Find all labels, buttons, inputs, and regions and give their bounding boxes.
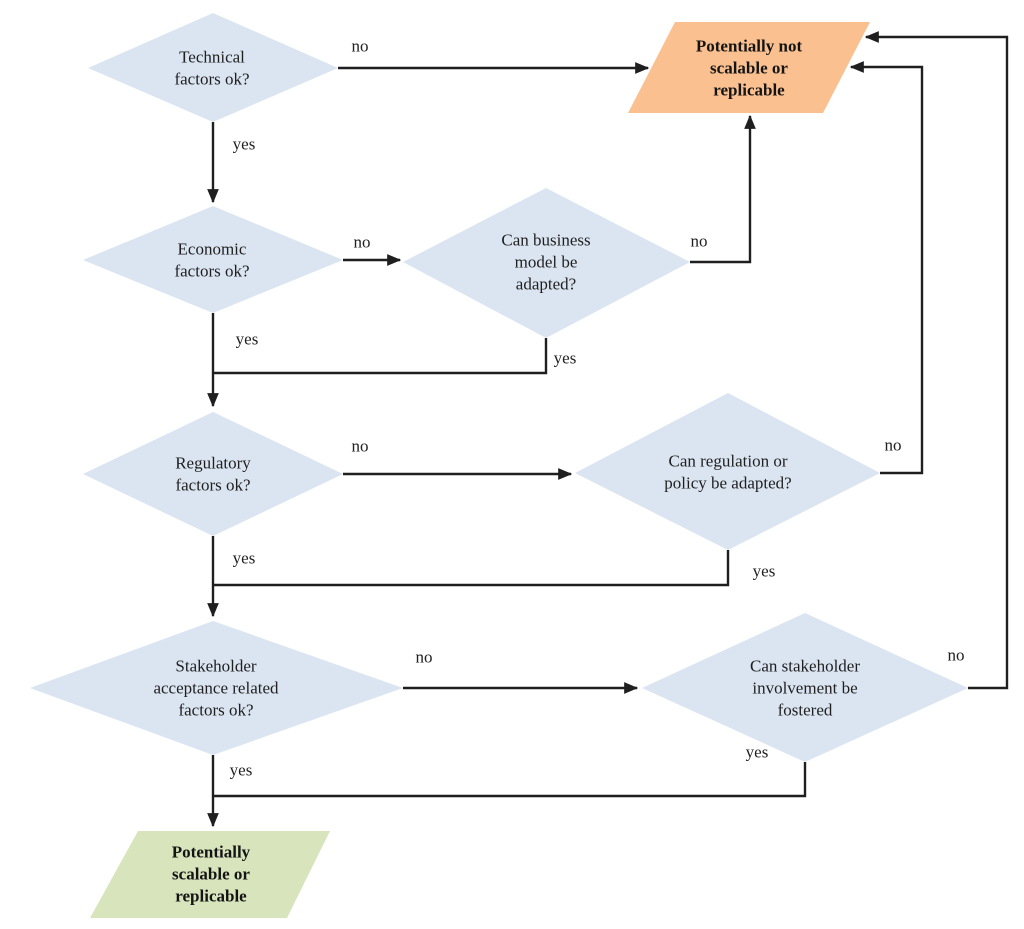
terminal-scalable-label: Potentially scalable or replicable [171, 842, 251, 905]
edge-label-regulatory-yes: yes [232, 548, 256, 568]
edge-label-involvement-yes: yes [745, 742, 769, 762]
decision-business-shape [403, 188, 690, 338]
decision-economic-shape [83, 206, 343, 313]
terminal-not-scalable-label: Potentially not scalable or replicable [695, 36, 803, 99]
edge-label-business-no: no [690, 231, 708, 251]
decision-stakeholder-shape [30, 621, 403, 755]
edge-label-technical-no: no [351, 36, 369, 56]
terminal-not-scalable-shape [628, 22, 870, 113]
decision-regulatory-shape [83, 412, 343, 536]
edge-label-technical-yes: yes [232, 134, 256, 154]
edge-label-regulation-no: no [884, 435, 902, 455]
terminal-scalable-shape [90, 831, 330, 918]
edge-label-involvement-no: no [947, 645, 965, 665]
edges [207, 31, 1009, 828]
edge-label-regulation-yes: yes [752, 561, 776, 581]
decision-technical-label: Technical factors ok? [174, 47, 250, 88]
edge-regulation-yes [213, 550, 730, 587]
nodes [30, 13, 968, 918]
edge-involvement-yes [213, 762, 807, 798]
decision-stakeholder-label: Stakeholder acceptance related factors o… [153, 656, 279, 719]
decision-economic-label: Economic factors ok? [174, 239, 250, 280]
edge-label-stakeholder-yes: yes [229, 760, 253, 780]
edge-label-business-yes: yes [553, 348, 577, 368]
edge-business-yes [213, 338, 548, 375]
decision-regulation-shape [575, 393, 880, 550]
edge-label-economic-yes: yes [235, 329, 259, 349]
decision-regulatory-label: Regulatory factors ok? [175, 453, 251, 494]
decision-business-label: Can business model be adapted? [501, 230, 591, 293]
decision-involvement-label: Can stakeholder involvement be fostered [750, 656, 860, 719]
edge-label-economic-no: no [353, 232, 371, 252]
decision-technical-shape [88, 13, 338, 122]
edge-label-regulatory-no: no [351, 436, 369, 456]
decision-regulation-label: Can regulation or policy be adapted? [664, 451, 792, 492]
decision-involvement-shape [642, 613, 968, 762]
edge-involvement-no [864, 31, 1009, 690]
edge-regulation-no [849, 61, 924, 475]
edge-business-no [690, 114, 756, 264]
edge-label-stakeholder-no: no [415, 647, 433, 667]
